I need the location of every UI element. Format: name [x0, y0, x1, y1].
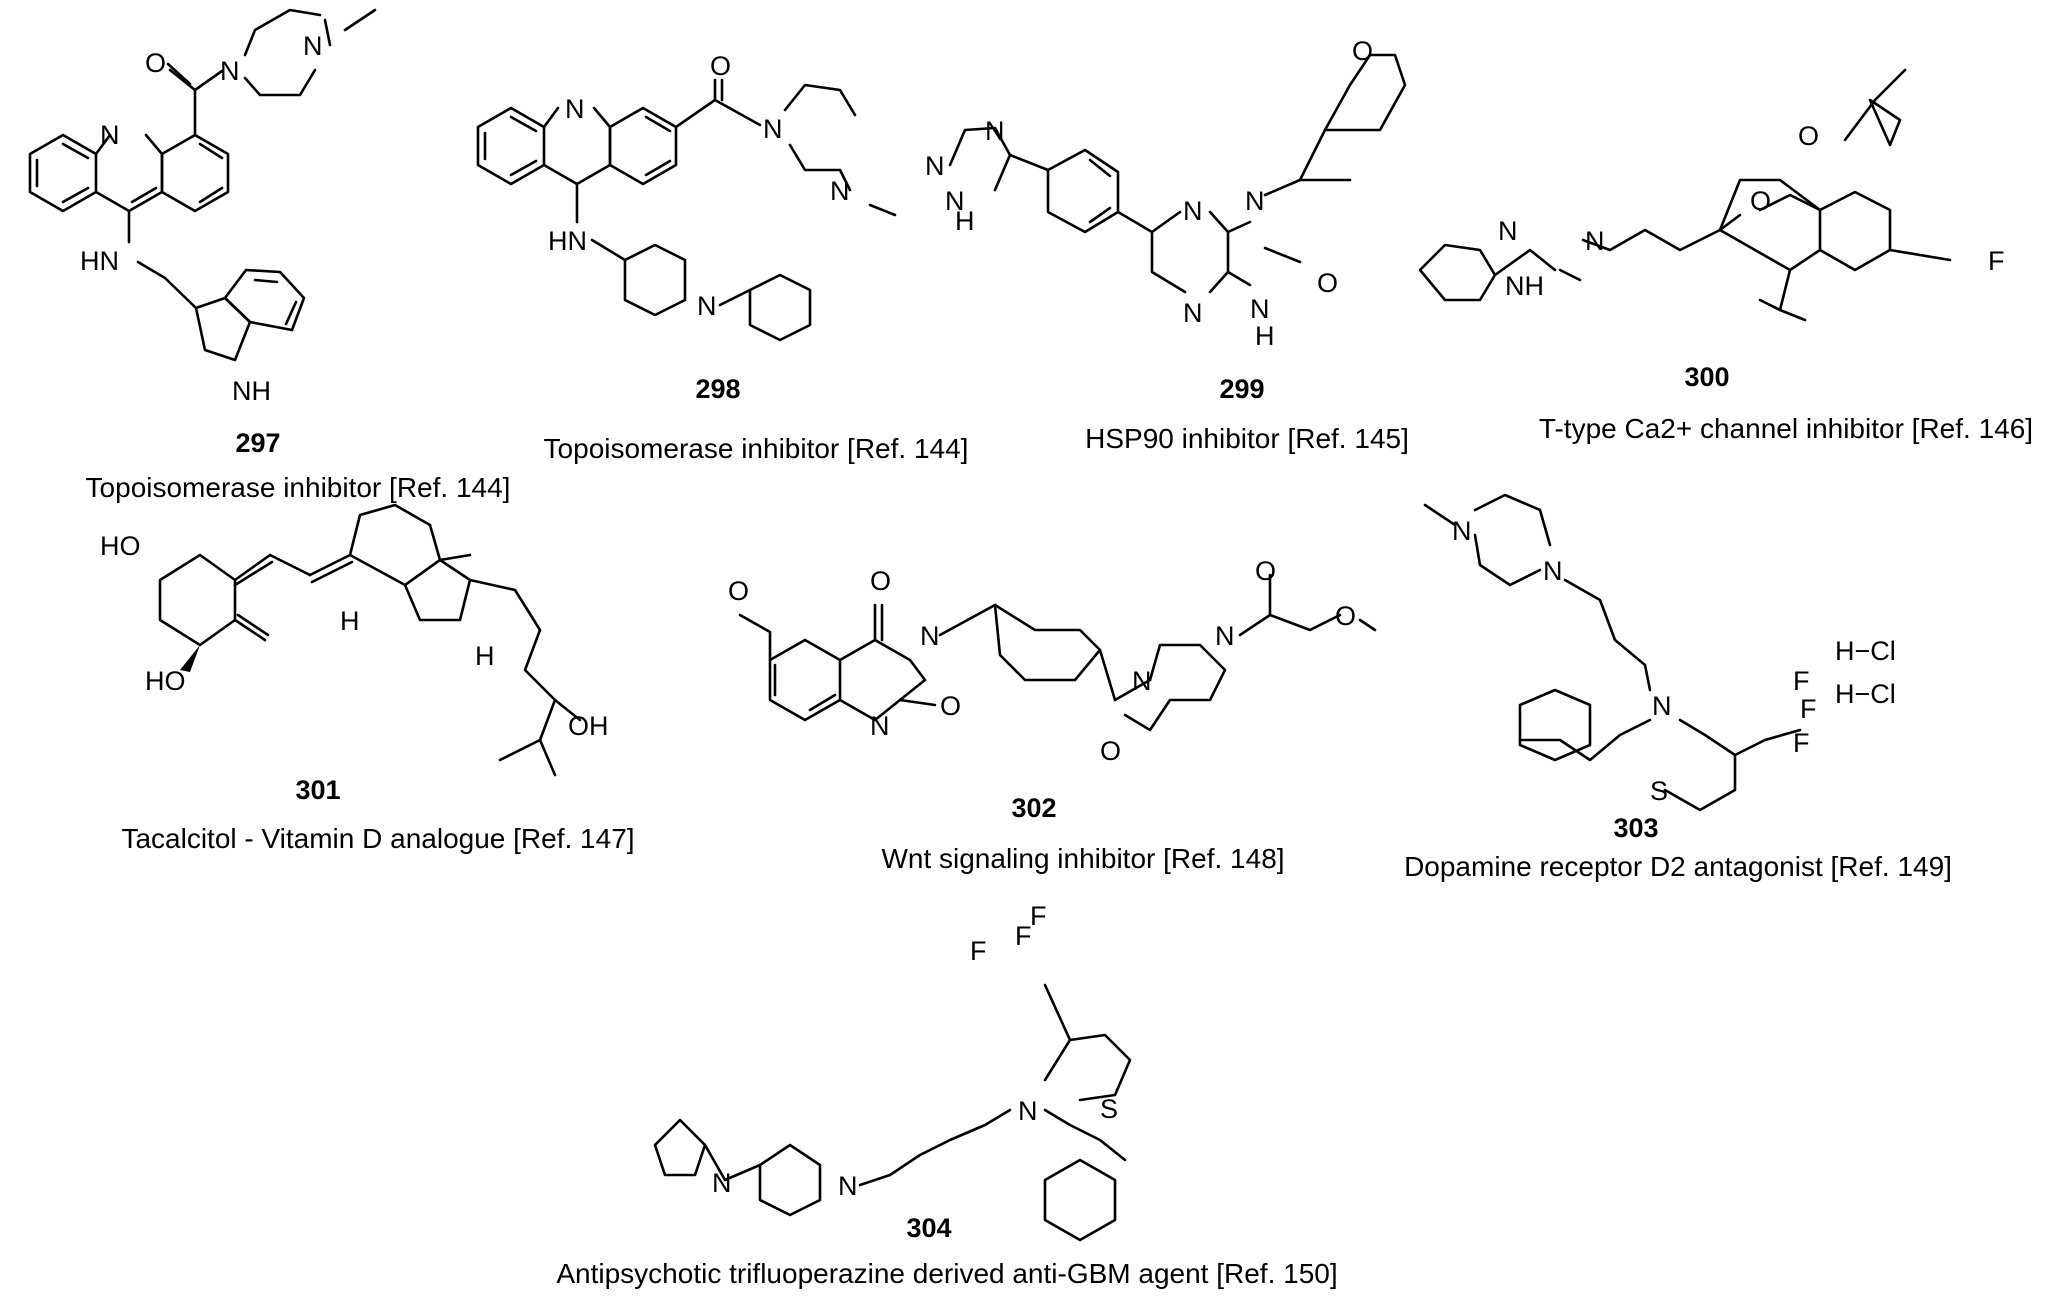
- structure-299-atom-o: O: [1352, 36, 1373, 66]
- structure-303-atom-hcl: H−Cl: [1835, 636, 1896, 666]
- structure-297-atom-hn: HN: [80, 246, 119, 276]
- structure-303-atom-n: N: [1652, 691, 1672, 721]
- structure-303: N N N S F F F H−Cl H−Cl: [1423, 493, 1896, 812]
- structure-299: N N N H N N N N H O O: [925, 36, 1407, 351]
- structure-298-atom-o: O: [710, 51, 731, 81]
- structure-302-atom-o: O: [1255, 556, 1276, 586]
- compound-caption: Dopamine receptor D2 antagonist [Ref. 14…: [1404, 851, 1952, 882]
- structure-301-atom-ho: HO: [100, 531, 141, 561]
- structure-297-atom-n: N: [303, 31, 323, 61]
- compound-caption: Topoisomerase inhibitor [Ref. 144]: [543, 433, 969, 464]
- structure-299-atom-h: H: [955, 206, 975, 236]
- structure-301-atom-h: H: [340, 606, 360, 636]
- structure-303-atom-n: N: [1543, 556, 1563, 586]
- structure-302-atom-n: N: [920, 621, 940, 651]
- structure-304-atom-s: S: [1100, 1094, 1118, 1124]
- structure-299-atom-o: O: [1317, 268, 1338, 298]
- structure-304: N N N S F F F: [653, 901, 1132, 1242]
- structure-299-atom-n: N: [1183, 298, 1203, 328]
- structure-298-atom-n: N: [697, 291, 717, 321]
- structure-300-atom-nh: NH: [1505, 271, 1544, 301]
- structure-303-atom-n: N: [1452, 516, 1472, 546]
- structure-298-atom-hn: HN: [548, 226, 587, 256]
- structure-299-atom-n: N: [985, 116, 1005, 146]
- structure-298-atom-n: N: [565, 94, 585, 124]
- structure-300: N NH N O O F: [1418, 68, 2005, 322]
- structure-297-atom-n: N: [100, 120, 120, 150]
- structure-300-atom-o: O: [1750, 186, 1771, 216]
- structure-299-atom-n: N: [1183, 196, 1203, 226]
- structure-302-atom-n: N: [1132, 666, 1152, 696]
- compound-caption: Antipsychotic trifluoperazine derived an…: [556, 1258, 1338, 1289]
- structure-304-atom-f: F: [1015, 921, 1032, 951]
- structure-302-atom-n: N: [870, 711, 890, 741]
- structure-297-atom-n: N: [220, 56, 240, 86]
- compound-number: 297: [235, 428, 281, 458]
- structure-303-atom-s: S: [1650, 776, 1668, 806]
- structure-297-indole-pyrrole: [194, 296, 252, 362]
- structure-297-atom-nh: NH: [232, 376, 271, 406]
- structure-299-atom-n: N: [925, 151, 945, 181]
- structure-304-atom-n: N: [1018, 1096, 1038, 1126]
- structure-298-atom-n: N: [763, 114, 783, 144]
- structure-301-atom-ho: HO: [145, 666, 186, 696]
- structure-302-atom-o: O: [940, 691, 961, 721]
- structure-303-atom-f: F: [1793, 666, 1810, 696]
- structure-304-atom-f: F: [970, 936, 987, 966]
- structure-297-indole-benzene: [223, 268, 306, 332]
- structure-300-atom-o: O: [1798, 121, 1819, 151]
- structure-302: O O N N O N O N O O: [728, 556, 1377, 766]
- structure-304-atom-f: F: [1030, 901, 1047, 931]
- compound-caption: HSP90 inhibitor [Ref. 145]: [1085, 423, 1409, 454]
- structure-301-atom-oh: OH: [568, 711, 609, 741]
- structure-299-atom-h: H: [1255, 321, 1275, 351]
- structure-302-atom-o: O: [870, 566, 891, 596]
- structure-300-atom-f: F: [1988, 246, 2005, 276]
- compound-caption: Tacalcitol - Vitamin D analogue [Ref. 14…: [121, 823, 635, 854]
- structure-298-atom-n: N: [830, 176, 850, 206]
- structure-302-atom-o: O: [1335, 601, 1356, 631]
- compound-number: 298: [695, 374, 741, 404]
- structure-301: HO HO H H OH: [100, 503, 609, 777]
- structure-303-atom-hcl: H−Cl: [1835, 679, 1896, 709]
- structure-297-ring-left: [28, 133, 98, 213]
- structure-298: N O N N HN N: [476, 51, 897, 342]
- structure-299-atom-n: N: [1250, 294, 1270, 324]
- structure-297-ring-right: [160, 133, 230, 213]
- compound-number: 299: [1219, 374, 1265, 404]
- structure-299-atom-n: N: [945, 186, 965, 216]
- structure-302-atom-o: O: [728, 576, 749, 606]
- compound-number: 304: [906, 1213, 952, 1243]
- compound-caption: Topoisomerase inhibitor [Ref. 144]: [85, 472, 511, 503]
- compound-number: 301: [295, 775, 341, 805]
- compound-caption: T-type Ca2+ channel inhibitor [Ref. 146]: [1538, 413, 2034, 444]
- compound-number: 302: [1011, 793, 1057, 823]
- structure-304-atom-n: N: [838, 1171, 858, 1201]
- compound-number: 300: [1684, 362, 1730, 392]
- structure-299-atom-n: N: [1245, 186, 1265, 216]
- compound-caption: Wnt signaling inhibitor [Ref. 148]: [881, 843, 1285, 874]
- structure-304-atom-n: N: [712, 1168, 732, 1198]
- structure-303-atom-f: F: [1793, 728, 1810, 758]
- compound-number: 303: [1613, 813, 1659, 843]
- structure-297: N O N N HN NH: [28, 8, 377, 406]
- structure-303-atom-f: F: [1800, 694, 1817, 724]
- structure-301-atom-h: H: [475, 641, 495, 671]
- structure-300-atom-n: N: [1585, 226, 1605, 256]
- structure-302-atom-o: O: [1100, 736, 1121, 766]
- structure-302-atom-n: N: [1215, 621, 1235, 651]
- structure-297-atom-o: O: [145, 48, 166, 78]
- structure-300-atom-n: N: [1498, 216, 1518, 246]
